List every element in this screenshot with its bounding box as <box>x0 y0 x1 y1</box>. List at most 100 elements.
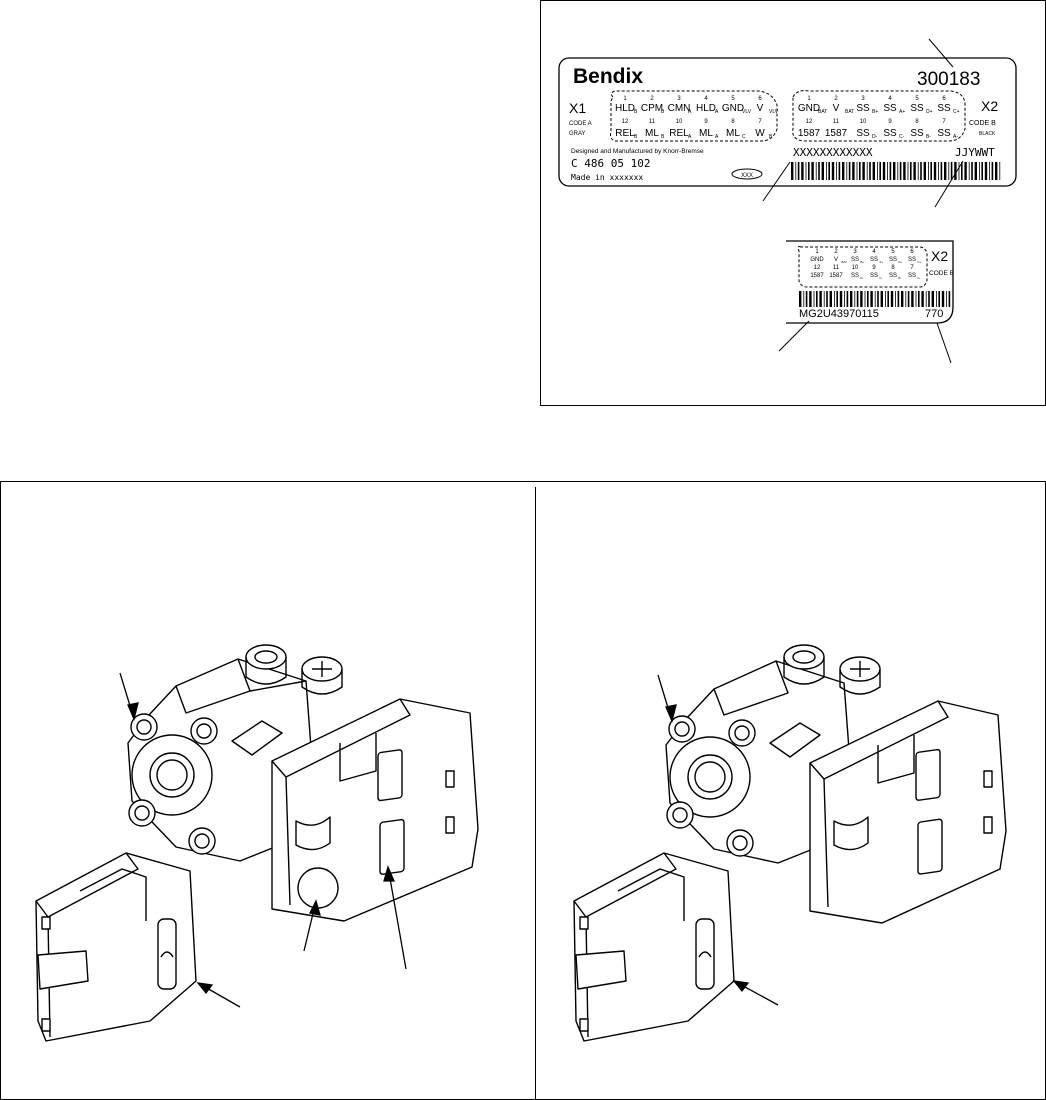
part-number: 300183 <box>917 69 980 90</box>
pin-label-subscript: B <box>634 109 638 115</box>
x2-color: BLACK <box>979 131 996 137</box>
pin-number: 10 <box>676 119 683 125</box>
barcode-bar <box>907 291 910 307</box>
barcode-bar <box>879 162 881 180</box>
barcode-bar <box>917 162 919 180</box>
pin-number: 10 <box>852 265 859 271</box>
cable-slot <box>295 816 331 851</box>
pin-label: SS <box>937 128 951 139</box>
pin-number: 4 <box>704 96 708 102</box>
pin-number: 3 <box>861 96 865 102</box>
barcode-bar <box>968 162 970 180</box>
pin-label: SS <box>910 128 924 139</box>
pin-number: 12 <box>814 265 821 271</box>
pin-label: SS <box>870 273 878 279</box>
pin-label-subscript: C <box>742 134 746 140</box>
pin-number: 7 <box>758 119 762 125</box>
pin-label: GND <box>722 103 744 114</box>
barcode-bar <box>872 162 875 180</box>
pin-label-subscript: A+ <box>879 260 883 264</box>
main-barcode <box>791 162 1001 180</box>
barcode-bar <box>869 162 871 180</box>
top-fitting-right-cross <box>312 661 332 677</box>
oval-mark <box>731 168 763 180</box>
cover-ridge <box>79 868 147 921</box>
barcode-bar <box>925 291 927 307</box>
pin-label: V <box>833 103 840 114</box>
oval-text: XXX <box>741 173 753 179</box>
detail-x2-id: X2 <box>931 248 948 264</box>
barcode-bar <box>882 162 886 180</box>
pin-label-subscript: C+ <box>917 260 921 264</box>
x2-code: CODE B <box>969 120 996 127</box>
barcode-bar <box>941 291 945 307</box>
barcode-bar <box>846 162 848 180</box>
pin-label: CPM <box>641 103 663 114</box>
barcode-bar <box>874 291 876 307</box>
top-fitting-right-cross <box>850 661 870 677</box>
barcode-bar <box>818 162 820 180</box>
pin-label-subscript: A <box>688 109 692 115</box>
brand-logo: Bendix <box>573 65 643 88</box>
pin-number: 5 <box>891 249 895 255</box>
barcode-bar <box>890 291 894 307</box>
pin-label: 1587 <box>798 128 821 139</box>
pin-label: 1587 <box>825 128 848 139</box>
manufacturer-text: Designed and Manufactured by Knorr-Brems… <box>571 148 704 155</box>
cover-slot <box>575 950 627 990</box>
barcode-bar <box>918 291 920 307</box>
cover-switch <box>695 918 715 990</box>
barcode-bar <box>846 291 849 307</box>
pin-label: SS <box>908 257 916 263</box>
pin-number: 9 <box>872 265 876 271</box>
pin-label: REL <box>669 128 689 139</box>
barcode-bar <box>797 162 800 180</box>
pin-label-subscript: B+ <box>872 109 878 115</box>
barcode-bar <box>974 162 977 180</box>
ecu-housing <box>271 698 479 922</box>
port-lower-left-bore <box>672 807 688 823</box>
cover-switch-lever <box>160 951 174 958</box>
detail-code: CODE B <box>929 270 954 277</box>
cover-tab-top <box>579 916 589 930</box>
barcode-bar <box>885 291 886 307</box>
central-port-inner <box>156 759 188 791</box>
barcode-bar <box>944 162 947 180</box>
barcode-bar <box>811 162 814 180</box>
barcode-bar <box>913 162 916 180</box>
view-divider <box>535 487 536 1100</box>
pin-number: 6 <box>758 96 762 102</box>
barcode-bar <box>989 162 990 180</box>
pin-label: 1587 <box>810 273 824 279</box>
barcode-bar <box>821 162 824 180</box>
pin-label-subscript: C+ <box>953 109 960 115</box>
arrow-port-head <box>127 702 139 722</box>
pin-label: SS <box>870 257 878 263</box>
barcode-bar <box>877 291 879 307</box>
arrow-cover-switch-head <box>732 980 750 993</box>
connector-x2 <box>917 818 943 875</box>
pin-label: V <box>757 103 764 114</box>
pin-label-subscript: VLV <box>742 109 752 115</box>
main-label-outline <box>558 57 1017 187</box>
barcode-bar <box>907 162 909 180</box>
pin-number: 12 <box>622 119 629 125</box>
barcode-bar <box>826 162 827 180</box>
pin-number: 9 <box>704 119 708 125</box>
pin-label-subscript: B <box>769 134 773 140</box>
port-lower-left-bore <box>134 805 150 821</box>
detail-pin-outline <box>797 246 928 288</box>
barcode-bar <box>834 291 835 307</box>
x1-pin-outline <box>610 90 778 142</box>
pin-label: GND <box>810 257 824 263</box>
pin-label: 1587 <box>829 273 843 279</box>
pin-label-subscript: C- <box>899 134 905 140</box>
